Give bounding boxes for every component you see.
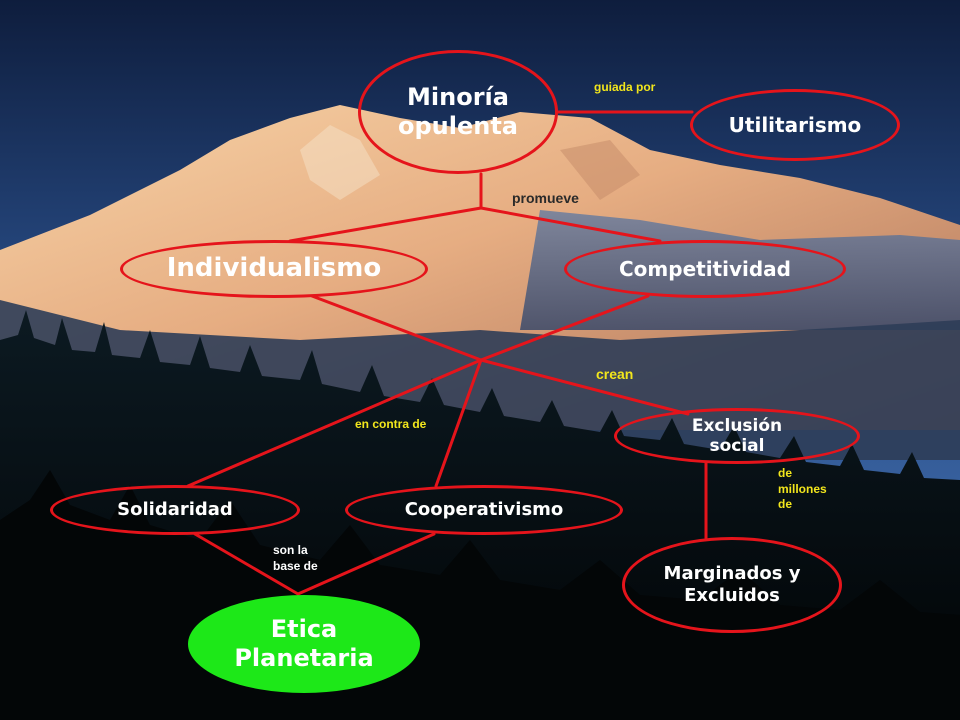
node-solidaridad-label: Solidaridad (117, 499, 233, 521)
line-promueve-individualismo (288, 206, 483, 243)
link-label-en-contra-de: en contra de (355, 417, 427, 431)
line-competitividad-hub (479, 294, 650, 362)
link-label-son-la-base-de: son la base de (273, 543, 318, 574)
line-hub-cooperativismo (434, 358, 483, 488)
line-cooperativismo-etica (296, 532, 436, 596)
line-promueve-competitividad (479, 206, 662, 243)
node-utilitarismo: Utilitarismo (690, 89, 900, 161)
node-marginados-excluidos: Marginados y Excluidos (622, 537, 842, 633)
node-exclusion-label: Exclusión social (691, 415, 783, 456)
link-label-de-millones-de: de millones de (778, 466, 827, 512)
node-exclusion-social: Exclusión social (614, 408, 860, 464)
line-hub-solidaridad (186, 358, 483, 488)
node-competitividad-label: Competitividad (619, 257, 791, 281)
node-cooperativismo: Cooperativismo (345, 485, 623, 535)
node-cooperativismo-label: Cooperativismo (404, 499, 564, 521)
node-individualismo: Individualismo (120, 240, 428, 298)
node-etica-planetaria: Etica Planetaria (188, 595, 420, 693)
node-solidaridad: Solidaridad (50, 485, 300, 535)
link-label-promueve: promueve (512, 190, 579, 206)
node-marginados-label: Marginados y Excluidos (663, 563, 801, 606)
line-solidaridad-etica (193, 532, 300, 596)
link-label-crean: crean (596, 366, 634, 382)
line-hub-exclusion (479, 358, 690, 416)
node-etica-label: Etica Planetaria (234, 615, 374, 672)
node-competitividad: Competitividad (564, 240, 846, 298)
link-label-guiada-por: guiada por (594, 80, 656, 94)
node-minoria-label: Minoría opulenta (397, 83, 518, 140)
line-individualismo-hub (310, 294, 483, 362)
node-utilitarismo-label: Utilitarismo (728, 113, 862, 137)
node-individualismo-label: Individualismo (166, 253, 382, 284)
node-minoria-opulenta: Minoría opulenta (358, 50, 558, 174)
